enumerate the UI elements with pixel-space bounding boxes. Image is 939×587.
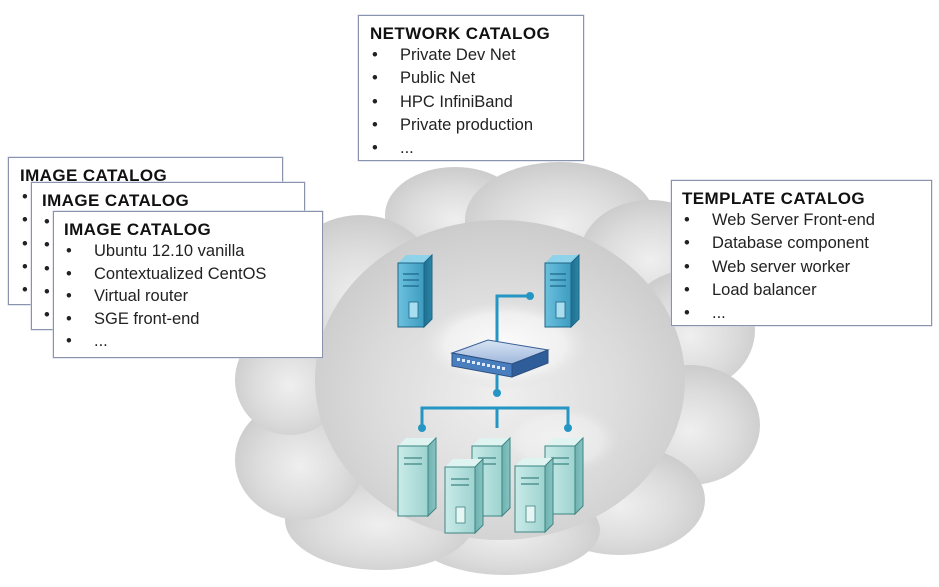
list-item-label: SGE front-end: [94, 309, 200, 328]
bullet-icon: •: [44, 213, 50, 231]
list-item-label: Public Net: [400, 69, 476, 88]
list-item: • Public Net: [370, 67, 583, 90]
list-item-label: Ubuntu 12.10 vanilla: [94, 242, 245, 260]
bullet-icon: •: [22, 281, 28, 300]
template-catalog-list: • Web Server Front-end • Database componen…: [682, 209, 931, 325]
list-item-label: Virtual router: [94, 287, 189, 306]
server-icon: [397, 436, 437, 518]
list-item: • Web server worker: [682, 256, 931, 279]
list-item: • Load balancer: [682, 279, 931, 302]
bullet-icon: •: [66, 332, 72, 351]
list-item-label: Web Server Front-end: [712, 211, 875, 229]
bullet-icon: •: [66, 264, 72, 283]
bullet-icon: •: [372, 139, 378, 158]
bullet-icon: •: [22, 234, 28, 253]
list-item: • Contextualized CentOS: [64, 263, 322, 286]
list-item: • Virtual router: [64, 285, 322, 308]
network-links: [420, 294, 570, 428]
network-catalog-title: NETWORK CATALOG: [370, 24, 551, 43]
template-catalog-box: TEMPLATE CATALOG • Web Server Front-end •…: [671, 180, 932, 326]
image-catalog-title: IMAGE CATALOG: [20, 166, 168, 185]
list-item-label: Database component: [712, 234, 869, 253]
list-item: • SGE front-end: [64, 308, 322, 331]
bullet-icon: •: [684, 234, 690, 253]
bullet-icon: •: [66, 309, 72, 328]
list-item-label: Load balancer: [712, 280, 817, 299]
server-icon: [514, 456, 554, 534]
bullet-icon: •: [66, 287, 72, 306]
list-item-label: Private Dev Net: [400, 46, 516, 64]
image-catalog-box-front: IMAGE CATALOG • Ubuntu 12.10 vanilla • Con…: [53, 211, 323, 358]
link-endpoints: [418, 292, 572, 432]
bullet-icon: •: [44, 259, 50, 278]
list-item: • Database component: [682, 232, 931, 255]
bullet-icon: •: [44, 236, 50, 255]
template-catalog-title: TEMPLATE CATALOG: [682, 189, 865, 208]
list-item-label: ...: [712, 304, 726, 323]
network-catalog-box: NETWORK CATALOG • Private Dev Net • Public…: [358, 15, 584, 161]
server-icon: [444, 457, 484, 535]
bullet-icon: •: [684, 304, 690, 323]
bullet-icon: •: [684, 211, 690, 229]
server-icon: [544, 253, 580, 329]
bullet-icon: •: [684, 257, 690, 276]
network-catalog-list: • Private Dev Net • Public Net • HPC Infini…: [370, 44, 583, 160]
list-item: • Web Server Front-end: [682, 209, 931, 232]
list-item: •...: [64, 330, 322, 353]
bullet-icon: •: [372, 46, 378, 64]
list-item-label: ...: [94, 332, 108, 351]
list-item-label: Contextualized CentOS: [94, 264, 267, 283]
image-catalog-title: IMAGE CATALOG: [42, 191, 190, 210]
list-item: • HPC InfiniBand: [370, 91, 583, 114]
bullet-icon: •: [684, 280, 690, 299]
bullet-icon: •: [22, 211, 28, 230]
image-catalog-list: • Ubuntu 12.10 vanilla • Contextualized Ce…: [64, 240, 322, 353]
server-icon: [397, 253, 433, 329]
list-item: •...: [682, 302, 931, 325]
list-item: • Ubuntu 12.10 vanilla: [64, 240, 322, 263]
bullet-icon: •: [372, 69, 378, 88]
bullet-icon: •: [66, 242, 72, 260]
bullet-icon: •: [44, 306, 50, 325]
list-item-label: HPC InfiniBand: [400, 92, 513, 111]
list-item-label: Web server worker: [712, 257, 851, 276]
bullet-icon: •: [22, 188, 28, 206]
bullet-icon: •: [22, 257, 28, 276]
bullet-icon: •: [372, 115, 378, 134]
list-item: •...: [370, 137, 583, 160]
image-catalog-title: IMAGE CATALOG: [64, 220, 212, 239]
network-switch-icon: [450, 339, 550, 378]
list-item: • Private Dev Net: [370, 44, 583, 67]
list-item: • Private production: [370, 114, 583, 137]
bullet-icon: •: [372, 92, 378, 111]
list-item-label: ...: [400, 139, 414, 158]
server-icon: [544, 436, 584, 516]
list-item-label: Private production: [400, 115, 533, 134]
bullet-icon: •: [44, 282, 50, 301]
